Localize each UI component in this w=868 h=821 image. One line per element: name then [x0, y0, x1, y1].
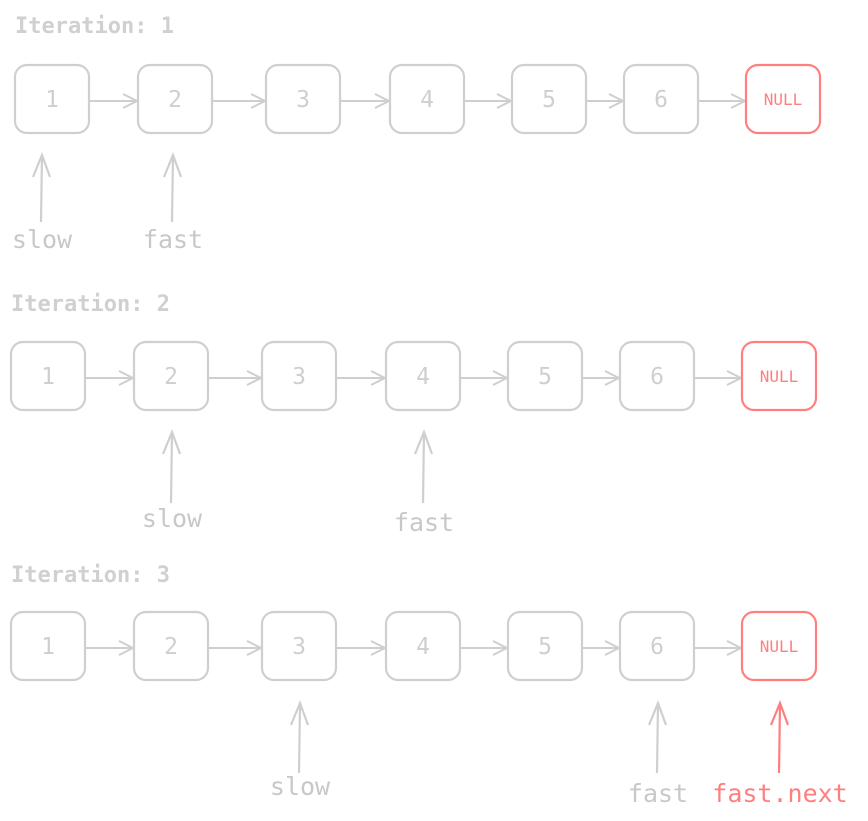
pointer-fast: fast	[143, 151, 203, 254]
list-node: 3	[264, 63, 342, 135]
list-node: 4	[384, 610, 462, 682]
iteration-1-title: Iteration: 1	[15, 14, 174, 39]
pointer-label: slow	[142, 504, 203, 533]
next-arrow	[336, 370, 388, 386]
list-node: 4	[388, 63, 466, 135]
next-arrow	[85, 640, 136, 656]
node-value: 3	[296, 87, 310, 113]
pointer-label: fast	[628, 779, 688, 808]
null-node: NULL	[740, 610, 818, 682]
null-node: NULL	[744, 63, 822, 135]
next-arrow	[694, 370, 744, 386]
next-arrow	[586, 93, 626, 109]
next-arrow	[340, 93, 392, 109]
list-node: 5	[506, 610, 584, 682]
iteration-1-list: 1 2 3 4 5 6 NULL slow fast	[12, 63, 822, 254]
node-value: 4	[420, 87, 434, 113]
list-node: 6	[622, 63, 700, 135]
list-node: 3	[260, 340, 338, 412]
list-node: 3	[260, 610, 338, 682]
node-value: 1	[45, 87, 59, 113]
next-arrow	[460, 640, 510, 656]
pointer-label: slow	[12, 225, 73, 254]
node-value: 3	[292, 364, 306, 390]
list-node: 2	[132, 610, 210, 682]
list-node: 2	[132, 340, 210, 412]
node-value: 2	[164, 364, 178, 390]
list-node: 5	[510, 63, 588, 135]
list-node: 5	[506, 340, 584, 412]
list-node: 4	[384, 340, 462, 412]
node-value: 5	[538, 634, 552, 660]
list-node: 6	[618, 340, 696, 412]
next-arrow	[85, 370, 136, 386]
next-arrow	[460, 370, 510, 386]
iteration-3-title: Iteration: 3	[11, 563, 170, 588]
null-label: NULL	[760, 637, 799, 656]
pointer-label: fast.next	[712, 779, 847, 808]
list-node: 1	[9, 340, 87, 412]
next-arrow	[89, 93, 140, 109]
next-arrow	[698, 93, 748, 109]
node-value: 6	[650, 634, 664, 660]
node-value: 6	[650, 364, 664, 390]
next-arrow	[694, 640, 744, 656]
pointer-label: fast	[394, 508, 454, 537]
next-arrow	[212, 93, 268, 109]
next-arrow	[208, 640, 264, 656]
node-value: 4	[416, 364, 430, 390]
pointer-fast: fast	[394, 428, 454, 537]
list-node: 1	[9, 610, 87, 682]
pointer-slow: slow	[12, 151, 73, 254]
list-node: 6	[618, 610, 696, 682]
next-arrow	[464, 93, 514, 109]
node-value: 2	[164, 634, 178, 660]
node-value: 5	[538, 364, 552, 390]
next-arrow	[336, 640, 388, 656]
null-node: NULL	[740, 340, 818, 412]
iteration-2-list: 1 2 3 4 5 6 NULL slow fast	[9, 340, 818, 537]
null-label: NULL	[764, 90, 803, 109]
null-label: NULL	[760, 367, 799, 386]
node-value: 3	[292, 634, 306, 660]
next-arrow	[582, 370, 622, 386]
next-arrow	[208, 370, 264, 386]
node-value: 6	[654, 87, 668, 113]
pointer-label: slow	[270, 772, 331, 801]
next-arrow	[582, 640, 622, 656]
list-node: 1	[13, 63, 91, 135]
pointer-slow: slow	[142, 428, 203, 533]
pointer-fast: fast	[628, 699, 688, 808]
node-value: 1	[41, 634, 55, 660]
node-value: 4	[416, 634, 430, 660]
node-value: 2	[168, 87, 182, 113]
pointer-slow: slow	[270, 699, 331, 801]
list-node: 2	[136, 63, 214, 135]
iteration-3-list: 1 2 3 4 5 6 NULL slow fast fast.next	[9, 610, 848, 808]
node-value: 1	[41, 364, 55, 390]
node-value: 5	[542, 87, 556, 113]
pointer-fast-next: fast.next	[712, 699, 848, 808]
iteration-2-title: Iteration: 2	[11, 292, 170, 317]
pointer-label: fast	[143, 225, 203, 254]
